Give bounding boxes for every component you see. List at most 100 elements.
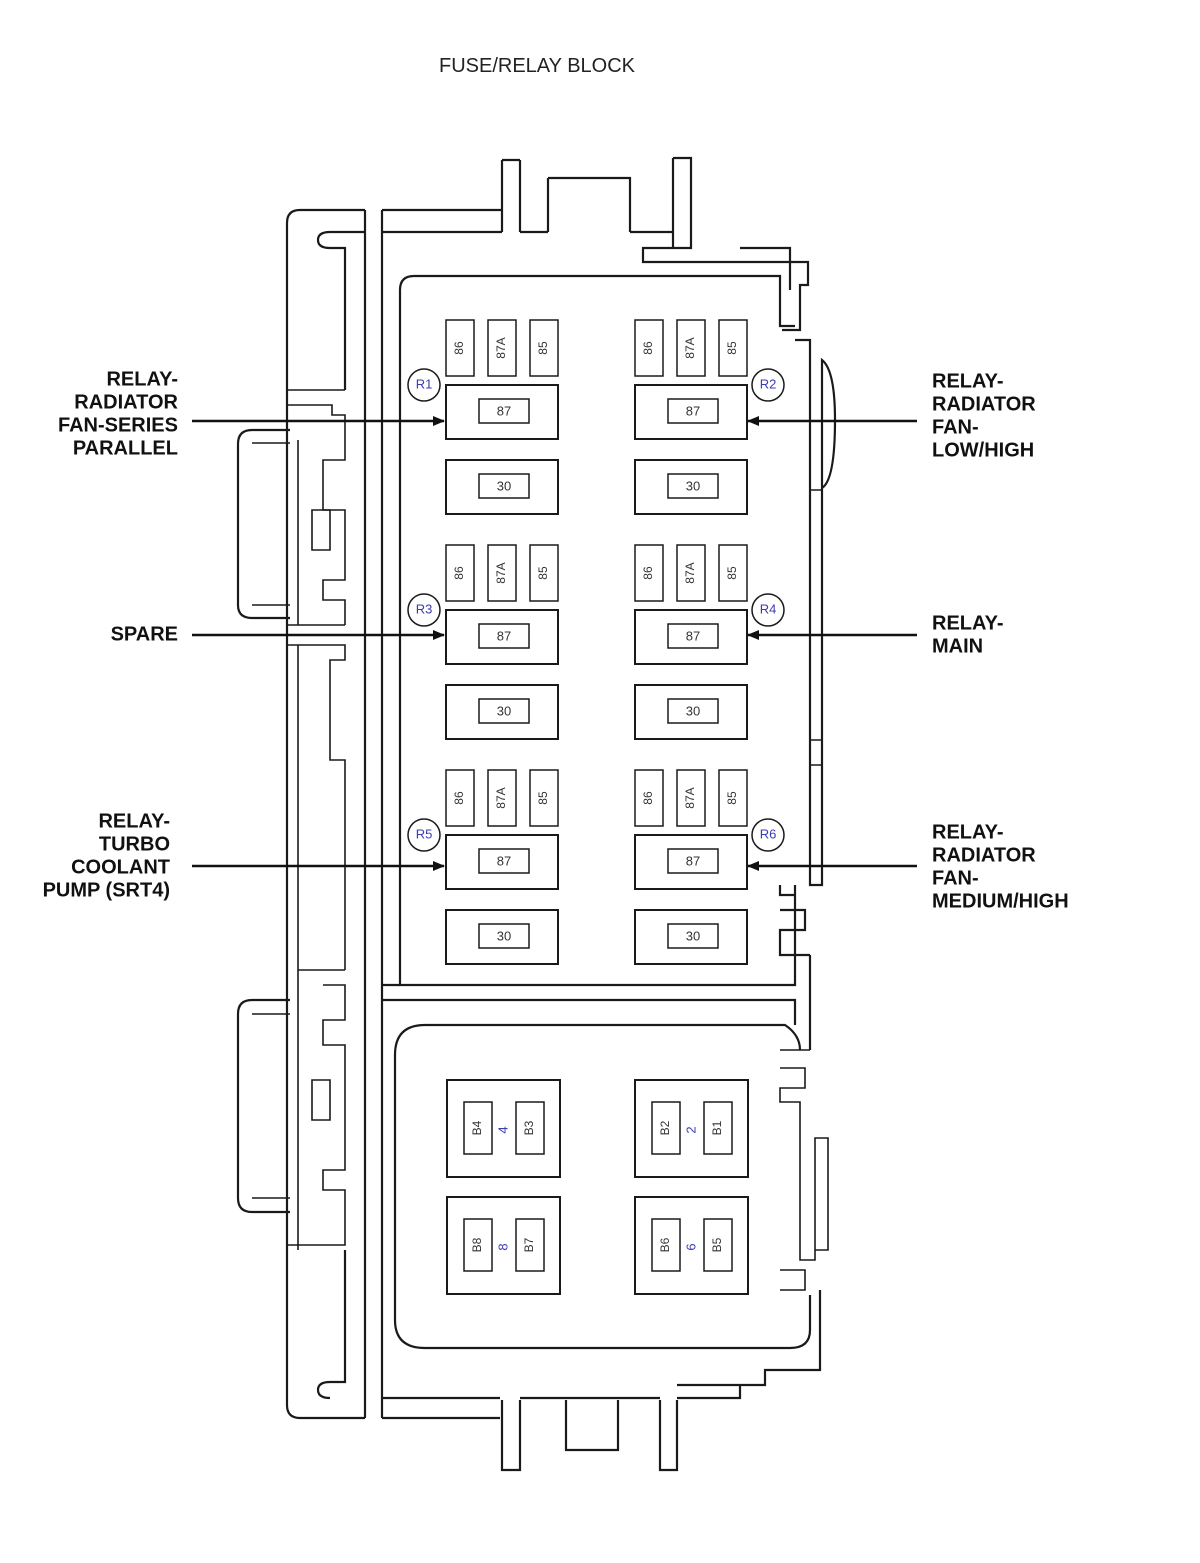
terminal-87-label: 87: [497, 628, 511, 643]
terminal-30-label: 30: [686, 703, 700, 718]
callout-text-line: MAIN: [932, 635, 983, 657]
terminal-87-blade: [478, 398, 530, 424]
terminal-30-blade: [478, 698, 530, 724]
relay-id-circle: [751, 368, 785, 402]
relay-pin-label: 85: [725, 341, 739, 355]
callout-text-line: RADIATOR: [932, 844, 1036, 866]
relay-pin-box: [529, 319, 559, 377]
fuse-terminal-right: [515, 1101, 545, 1155]
callout-text-line: SPARE: [111, 623, 178, 645]
fuse-number: 6: [683, 1243, 698, 1250]
relay-id-circle: [407, 593, 441, 627]
diagram-title: FUSE/RELAY BLOCK: [439, 55, 636, 77]
fuse-terminal-left: [463, 1101, 493, 1155]
relay-pin-label: 85: [536, 341, 550, 355]
fuse-terminal-right: [703, 1101, 733, 1155]
terminal-30-blade: [667, 698, 719, 724]
relay-pin-box: [445, 769, 475, 827]
terminal-30-label: 30: [497, 478, 511, 493]
fuse-2: B2 B1 2: [634, 1079, 749, 1178]
callout-text-line: RADIATOR: [74, 391, 178, 413]
terminal-87-label: 87: [497, 853, 511, 868]
terminal-30-label: 30: [497, 703, 511, 718]
relay-pin-label: 85: [536, 566, 550, 580]
relay-id-label: R6: [760, 826, 777, 841]
relay-pin-box: [676, 769, 706, 827]
fuse-terminal-right: [703, 1218, 733, 1272]
terminal-87-label: 87: [686, 628, 700, 643]
terminal-30-label: 30: [497, 928, 511, 943]
relay-pin-box: [445, 319, 475, 377]
terminal-87-blade: [667, 848, 719, 874]
callout-text-line: RADIATOR: [932, 393, 1036, 415]
relay-id-circle: [407, 818, 441, 852]
relay-r4: 86 87A 85 87 30 R4: [634, 544, 785, 740]
callout-text-line: RELAY-: [932, 612, 1004, 634]
terminal-87-blade: [478, 848, 530, 874]
relay-pin-label: 86: [641, 341, 655, 355]
terminal-30-label: 30: [686, 928, 700, 943]
fuse-terminal-right: [515, 1218, 545, 1272]
relay-pin-label: 86: [452, 566, 466, 580]
relay-id-label: R4: [760, 601, 777, 616]
relay-id-label: R5: [416, 826, 433, 841]
callout-text-line: MEDIUM/HIGH: [932, 890, 1069, 912]
relay-pin-box: [529, 544, 559, 602]
housing-outline: [236, 156, 837, 1472]
callout-text-line: FAN-SERIES: [58, 414, 178, 436]
terminal-87-label: 87: [686, 403, 700, 418]
relay-pin-box: [718, 769, 748, 827]
terminal-87-blade: [478, 623, 530, 649]
terminal-30-blade: [478, 473, 530, 499]
fuse-number: 4: [495, 1126, 510, 1133]
relay-pin-label: 87A: [494, 337, 508, 358]
fuse-terminal-left: [463, 1218, 493, 1272]
relay-pin-label: 86: [452, 341, 466, 355]
fuse-number: 2: [683, 1126, 698, 1133]
relay-pin-box: [718, 319, 748, 377]
relay-id-label: R3: [416, 601, 433, 616]
callout-text-line: PUMP (SRT4): [43, 879, 170, 901]
callout-text-line: RELAY-: [98, 810, 170, 832]
callout-text-line: TURBO: [99, 833, 170, 855]
relay-pin-label: 87A: [683, 337, 697, 358]
fuse-terminal-right-label: B5: [710, 1237, 724, 1252]
terminal-87-blade: [667, 623, 719, 649]
relay-pin-box: [634, 319, 664, 377]
fuse-terminal-right-label: B3: [522, 1120, 536, 1135]
callout-text-line: FAN-: [932, 416, 979, 438]
relay-pin-label: 86: [641, 566, 655, 580]
fuse-terminal-left-label: B2: [658, 1120, 672, 1135]
relay-pin-label: 86: [452, 791, 466, 805]
callout-text-line: RELAY-: [932, 370, 1004, 392]
relay-pin-box: [487, 769, 517, 827]
relay-id-circle: [751, 593, 785, 627]
fuse-terminal-right-label: B7: [522, 1237, 536, 1252]
fuse-terminal-left-label: B8: [470, 1237, 484, 1252]
relay-pin-box: [487, 544, 517, 602]
fuse-terminal-left: [651, 1101, 681, 1155]
callout-text-line: LOW/HIGH: [932, 439, 1034, 461]
relay-pin-label: 86: [641, 791, 655, 805]
fuse-terminal-left: [651, 1218, 681, 1272]
fuse-terminal-right-label: B1: [710, 1120, 724, 1135]
callout-4: RELAY-MAIN: [747, 612, 1004, 657]
terminal-30-blade: [667, 923, 719, 949]
callout-3: SPARE: [111, 623, 445, 645]
terminal-87-label: 87: [686, 853, 700, 868]
relay-pin-label: 87A: [683, 562, 697, 583]
relay-pin-label: 85: [725, 566, 739, 580]
terminal-87-blade: [667, 398, 719, 424]
